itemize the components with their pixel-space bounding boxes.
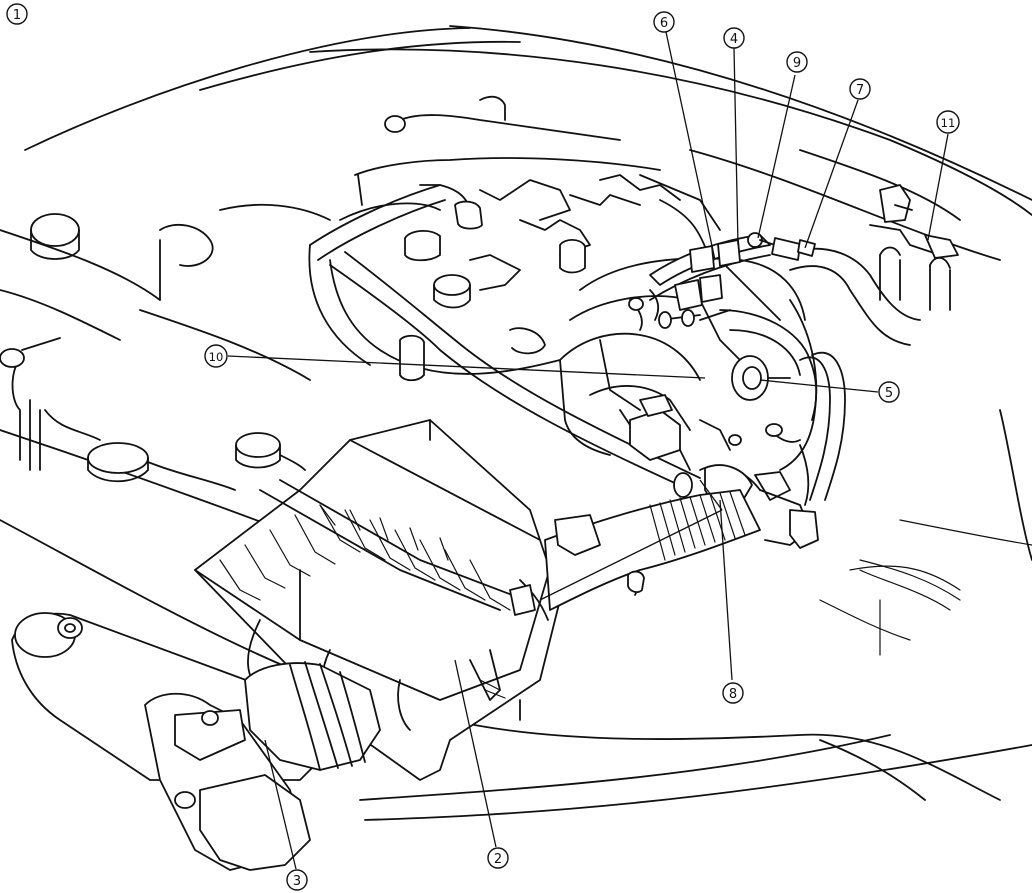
- leader-8c: [699, 479, 723, 511]
- callout-1-label: 1: [13, 8, 21, 23]
- callout-10-label: 10: [209, 350, 224, 364]
- leader-6: [665, 31, 716, 261]
- leader-7: [804, 99, 859, 249]
- callout-7-label: 7: [856, 83, 864, 98]
- air-cleaner-ribs: [219, 504, 511, 611]
- leader-10: [227, 355, 706, 379]
- callout-2: 2: [487, 847, 509, 869]
- callout-11-label: 11: [941, 116, 956, 130]
- leader-2: [454, 659, 497, 848]
- callout-5: 5: [878, 381, 900, 403]
- callout-6: 6: [653, 11, 675, 33]
- bracket-11: [869, 184, 959, 259]
- callout-8-label: 8: [729, 687, 737, 702]
- callout-5-label: 5: [885, 386, 893, 401]
- callout-11: 11: [936, 110, 960, 134]
- engine-top: [308, 95, 721, 375]
- callout-7: 7: [849, 78, 871, 100]
- callout-8: 8: [722, 682, 744, 704]
- callout-3-label: 3: [293, 874, 301, 889]
- leader-8b: [539, 509, 723, 601]
- callout-1: 1: [6, 3, 28, 25]
- callout-10: 10: [204, 344, 228, 368]
- callout-9-label: 9: [793, 56, 801, 71]
- callout-6-label: 6: [660, 16, 668, 31]
- leader-9: [757, 74, 796, 239]
- right-hoses: [658, 246, 951, 501]
- callouts: 1 2 3 4 5 6 7 8: [6, 3, 960, 891]
- leader-3: [264, 739, 297, 870]
- callout-2-label: 2: [494, 852, 502, 867]
- long-hose: [309, 184, 701, 498]
- solenoid-cluster: [628, 232, 816, 331]
- leader-4: [733, 47, 739, 246]
- leader-lines: [227, 31, 949, 870]
- intake-pipe: [11, 612, 381, 871]
- leader-8: [719, 499, 733, 681]
- leader-11: [927, 133, 949, 241]
- callout-3: 3: [286, 869, 308, 891]
- callout-4-label: 4: [730, 32, 738, 47]
- callout-4: 4: [723, 27, 745, 49]
- left-components: [0, 203, 331, 491]
- air-cleaner: [194, 419, 561, 781]
- intake-duct: [544, 489, 761, 611]
- body-outline: [0, 25, 1032, 821]
- leader-5: [759, 379, 879, 393]
- callout-9: 9: [786, 51, 808, 73]
